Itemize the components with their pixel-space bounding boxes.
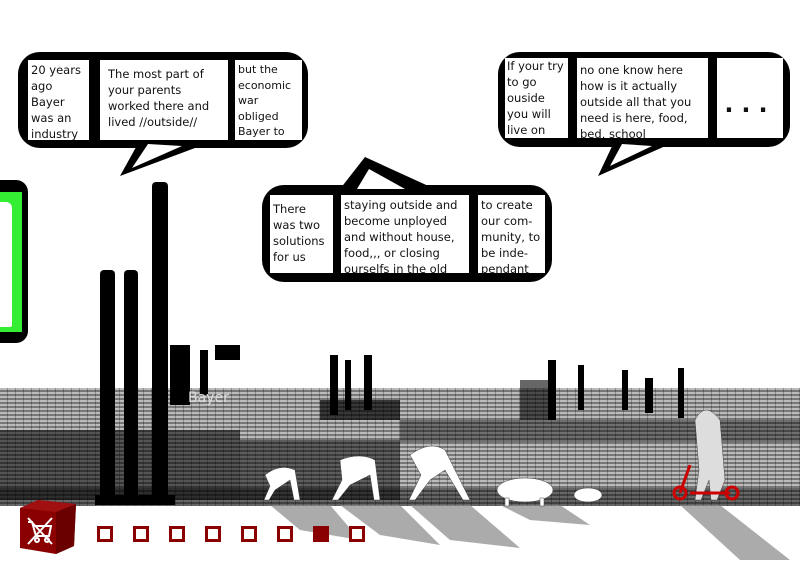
page-indicator-6[interactable] — [277, 526, 293, 542]
bubble-3-panel-3: ... — [717, 58, 783, 138]
page-indicator-7-active[interactable] — [313, 526, 329, 542]
bubble-2-panel-1: There was two solutions for us — [270, 195, 333, 273]
bubble-2-panel-2: staying outside and become unployed and … — [341, 195, 469, 273]
bubble-2-panel-3: to create our com-munity, to be inde-pen… — [478, 195, 545, 273]
speech-bubble-2: There was two solutions for us staying o… — [262, 185, 552, 282]
bubble-3-panel-1: If your try to go ouside you will live o… — [505, 58, 568, 138]
bubble-1-panel-1: 20 years ago Bayer was an industry — [28, 60, 89, 140]
crossed-cart-cube-icon[interactable] — [16, 498, 78, 556]
speech-bubble-3: If your try to go ouside you will live o… — [498, 52, 790, 147]
bubble-1-panel-3: but the economic war obliged Bayer to le… — [235, 60, 302, 140]
bayer-sign: Bayer — [188, 390, 229, 406]
page-indicator-5[interactable] — [241, 526, 257, 542]
speech-bubble-1: 20 years ago Bayer was an industry The m… — [18, 52, 308, 148]
bubble-3-panel-2: no one know here how is it actually outs… — [577, 58, 708, 138]
page-indicator-3[interactable] — [169, 526, 185, 542]
side-panel — [0, 180, 28, 343]
bubble-3-tail — [598, 140, 670, 176]
page-indicator-1[interactable] — [97, 526, 113, 542]
page-indicator-2[interactable] — [133, 526, 149, 542]
ellipsis-dots: ... — [724, 90, 776, 118]
bubble-2-tail — [340, 157, 435, 189]
green-silhouette-panel — [0, 192, 22, 332]
bubble-1-tail — [120, 140, 195, 176]
page-indicator-8[interactable] — [349, 526, 365, 542]
page-indicator-4[interactable] — [205, 526, 221, 542]
bubble-1-panel-2: The most part of your parents worked the… — [100, 60, 228, 140]
